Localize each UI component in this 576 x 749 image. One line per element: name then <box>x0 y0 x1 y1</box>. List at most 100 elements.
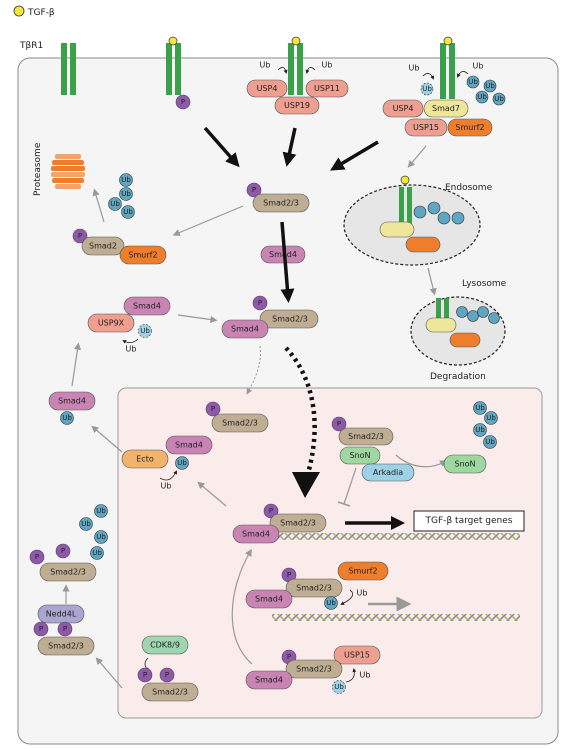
svg-text:Smad2/3: Smad2/3 <box>296 584 332 593</box>
svg-text:Ub: Ub <box>92 549 102 557</box>
ubiquitin-icon <box>483 79 497 93</box>
ubiquitin-icon <box>121 205 135 219</box>
phospho-icon <box>55 543 71 559</box>
receptor-smad7-complex: Ub Ub Ub Ub Ub Ub Ub USP4 Smad7 USP15 Sm… <box>382 36 506 137</box>
svg-text:Smad2/3: Smad2/3 <box>222 419 258 428</box>
svg-text:Ub: Ub <box>357 589 368 598</box>
smad23-protein <box>37 636 95 656</box>
deubiquitination-arrow-icon <box>305 67 316 74</box>
ubiquitination-arrow-icon <box>457 71 469 78</box>
smurf2-protein <box>447 118 493 137</box>
phospho-icon <box>137 667 153 683</box>
ubiquitin-icon <box>488 312 500 324</box>
ubiquitin-icon <box>420 82 434 96</box>
ubiquitin-icon <box>119 173 133 187</box>
usp4-protein <box>246 79 288 98</box>
phospho-icon <box>159 667 175 683</box>
svg-text:Ub: Ub <box>322 61 333 70</box>
ubiquitin-icon <box>108 197 122 211</box>
tgfb-ligand-icon <box>168 36 178 46</box>
usp15-nuclear-complex: P USP15 Smad2/3 Smad4 Ub Ub <box>245 645 381 694</box>
svg-text:Smad2/3: Smad2/3 <box>263 199 299 208</box>
svg-text:USP11: USP11 <box>314 84 340 93</box>
svg-text:Nedd4L: Nedd4L <box>46 610 77 619</box>
usp11-protein <box>305 79 349 98</box>
snon-arkadia-complex: P Smad2/3 SnoN Arkadia <box>331 416 415 482</box>
svg-text:P: P <box>63 625 67 633</box>
smad23-activated: P Smad2/3 <box>246 182 310 213</box>
svg-text:Ub: Ub <box>409 64 420 73</box>
svg-text:P: P <box>258 299 262 307</box>
ubiquitin-icon <box>466 75 480 89</box>
svg-text:Smad4: Smad4 <box>242 530 270 539</box>
smad4-protein <box>165 435 213 455</box>
svg-text:Ub: Ub <box>486 414 496 422</box>
phospho-icon <box>263 503 279 519</box>
svg-text:Smad2/3: Smad2/3 <box>348 432 384 441</box>
smad23-protein <box>252 193 310 213</box>
svg-text:P: P <box>337 420 341 428</box>
svg-text:Smurf2: Smurf2 <box>348 567 377 576</box>
lysosome-label: Lysosome <box>462 279 507 289</box>
ubiquitin-icon <box>324 596 338 610</box>
activation-arrow <box>282 127 297 167</box>
ubiquitin-icon <box>427 201 441 215</box>
svg-text:Ub: Ub <box>81 520 91 528</box>
svg-text:Ub: Ub <box>494 95 504 103</box>
smad23-nuclear: P Smad2/3 <box>205 401 269 433</box>
smad23-protein <box>141 682 199 702</box>
usp9x-recycle-arrow <box>71 342 82 387</box>
endosome-label: Endosome <box>445 183 493 193</box>
svg-text:Arkadia: Arkadia <box>373 468 403 477</box>
ubiquitin-icon <box>483 435 497 449</box>
smad23-polyubiquitinated: Ub Ub Ub Ub P P Smad2/3 <box>29 504 108 582</box>
svg-text:Ecto: Ecto <box>136 455 154 464</box>
svg-text:Smad2/3: Smad2/3 <box>48 642 84 651</box>
smad4-protein <box>123 296 171 316</box>
svg-text:Ub: Ub <box>96 533 106 541</box>
cdk89-smad23-complex: CDK8/9 P P Smad2/3 <box>137 635 199 702</box>
smad23-protein <box>285 659 343 679</box>
snon-protein <box>443 454 487 474</box>
svg-text:Ub: Ub <box>140 327 150 335</box>
svg-text:Smad7: Smad7 <box>432 104 460 113</box>
nucleus <box>117 387 543 719</box>
ubiquitin-icon <box>90 546 104 560</box>
svg-text:Smurf2: Smurf2 <box>455 123 484 132</box>
svg-text:Smad2/3: Smad2/3 <box>296 665 332 674</box>
svg-text:Smad2: Smad2 <box>89 242 117 251</box>
svg-text:Ub: Ub <box>473 62 484 71</box>
snon-inhibition <box>343 467 357 505</box>
svg-text:Ub: Ub <box>326 599 336 607</box>
usp9x-arrow <box>177 314 218 324</box>
lysosome-arrow <box>427 267 437 296</box>
snon-inhibition-bar <box>337 501 351 507</box>
phospho-icon <box>252 295 268 311</box>
smad-complex-cytoplasm: P Smad2/3 Smad4 <box>221 295 319 339</box>
ecto-protein <box>121 449 169 469</box>
deubiquitination-arrow-icon <box>422 73 434 80</box>
phospho-icon <box>72 228 88 244</box>
deubiquitination-arrow-icon <box>122 338 139 344</box>
svg-text:Ub: Ub <box>475 426 485 434</box>
ubiquitination-arrow-icon <box>159 470 177 481</box>
smad23-protein <box>269 513 327 533</box>
receptor-usp-complex: USP4 USP11 USP19 Ub Ub <box>246 36 349 115</box>
ubiquitin-icon <box>437 211 451 225</box>
ubiquitin-icon <box>484 411 498 425</box>
svg-text:P: P <box>143 671 147 679</box>
svg-text:P: P <box>39 625 43 633</box>
svg-text:Smurf2: Smurf2 <box>128 251 157 260</box>
ubiquitin-icon <box>138 324 152 338</box>
nuclear-import-arrow <box>284 346 317 481</box>
receptor-activated: P <box>166 36 191 110</box>
svg-text:Smad4: Smad4 <box>231 325 259 334</box>
svg-text:Ub: Ub <box>260 61 271 70</box>
smurf2-degradation-arrow <box>172 205 244 236</box>
svg-text:P: P <box>211 405 215 413</box>
smad4-ubiquitinated: Smad4 Ub <box>48 391 96 425</box>
svg-text:SnoN: SnoN <box>454 460 475 469</box>
snon-degradation-arrow <box>395 454 448 468</box>
smad2-smurf2-complex: Ub Ub Ub Ub P Smad2 Smurf2 <box>72 173 167 265</box>
receptor-label: TβR1 <box>19 41 43 51</box>
